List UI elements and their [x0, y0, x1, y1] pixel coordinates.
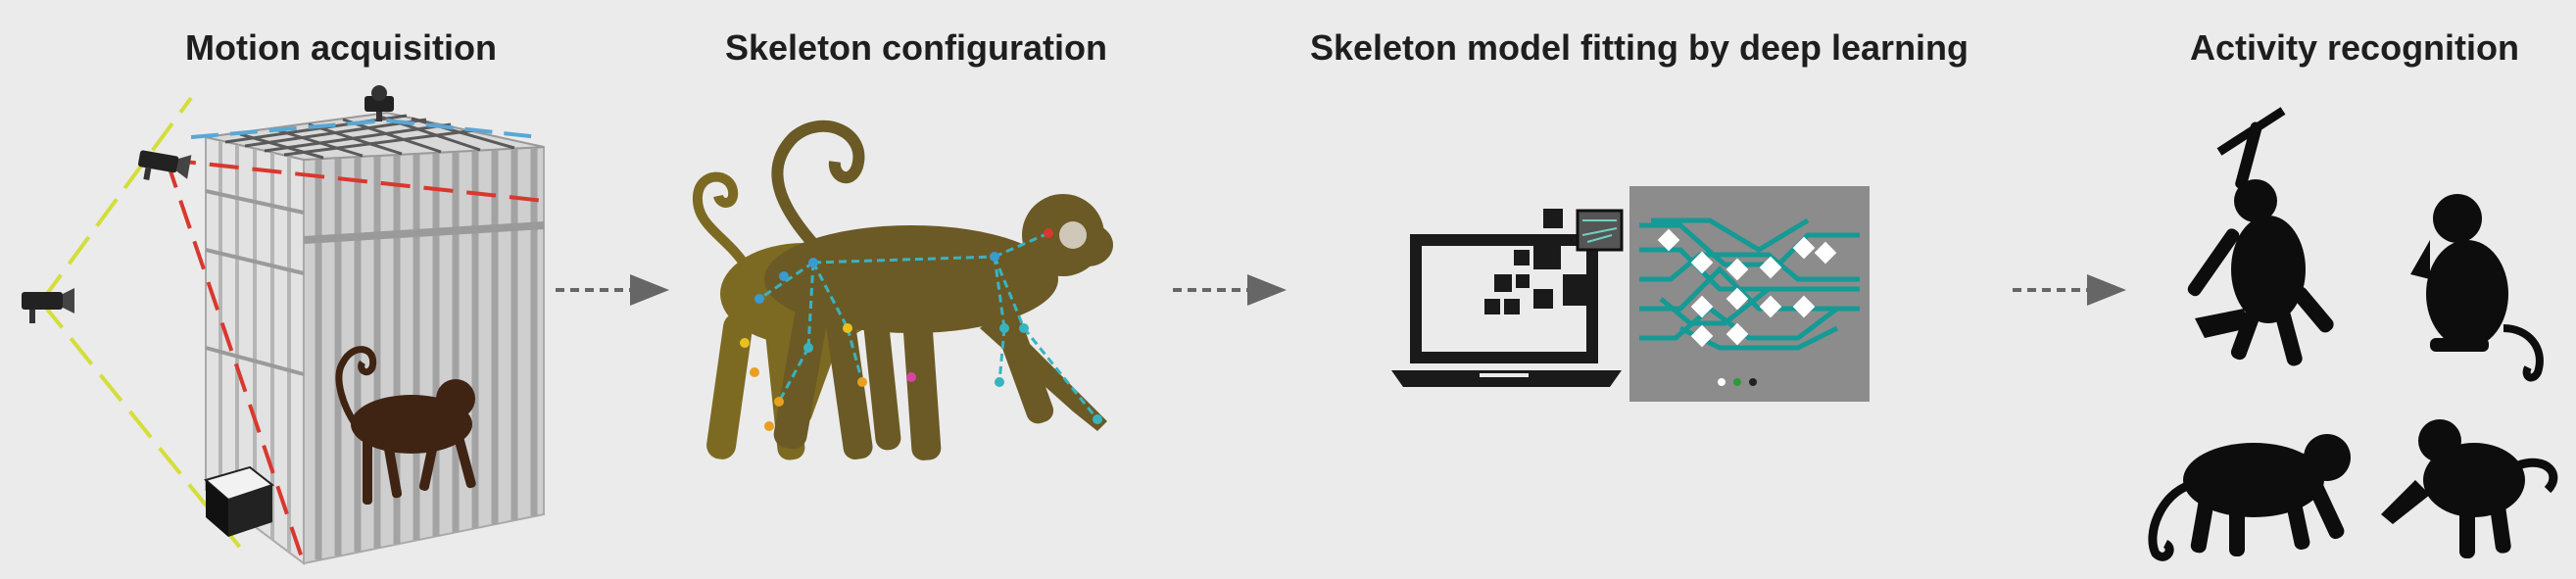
cage-bars-front [219, 141, 291, 552]
laptop-icon [1391, 234, 1622, 387]
arrow-1 [554, 269, 671, 311]
network-indicator-dots [1718, 378, 1757, 386]
network-connections [1639, 217, 1860, 351]
arrow-icon [556, 274, 669, 306]
title-skeleton-configuration: Skeleton configuration [724, 27, 1108, 68]
activity-recognition-panel [2136, 103, 2567, 573]
monkey-face [1059, 221, 1087, 249]
arrow-icon [2013, 274, 2126, 306]
title-activity-recognition: Activity recognition [2189, 27, 2520, 68]
cage-top-grid [224, 114, 515, 160]
model-fitting-panel [1386, 181, 1876, 407]
camera-icon [365, 85, 394, 121]
cage-front-rails [205, 189, 305, 376]
cage-rails [303, 221, 545, 244]
cage-bars-side [315, 148, 538, 559]
monkey-silhouette-icon [2187, 107, 2334, 366]
camera-frustum-red [165, 158, 545, 564]
skeleton-monkeys [692, 120, 1113, 460]
arrow-icon [1173, 274, 1287, 306]
activity-silhouettes [2148, 107, 2558, 561]
mini-network-icon [1576, 209, 1624, 252]
camera-frustum-yellow [39, 96, 247, 555]
mini-network-lines [1581, 219, 1618, 243]
cage-illustration [22, 85, 545, 565]
arrow-2 [1171, 269, 1288, 311]
camera-frustum-blue [190, 119, 540, 139]
motion-acquisition-panel [20, 83, 568, 565]
fitting-illustration [1391, 186, 1870, 402]
skeleton-configuration-panel [686, 118, 1176, 490]
monkey-silhouette-icon [2381, 419, 2558, 558]
skeleton-lines [758, 231, 1099, 420]
feeder-box [203, 465, 275, 537]
title-model-fitting: Skeleton model fitting by deep learning [1309, 27, 1969, 68]
arrow-3 [2011, 269, 2128, 311]
caged-monkey [335, 346, 476, 505]
skeleton-keypoints [740, 228, 1102, 431]
title-motion-acquisition: Motion acquisition [185, 27, 497, 68]
camera-icon [138, 150, 192, 180]
camera-icon [22, 288, 74, 323]
monkey-silhouette-icon [2148, 434, 2351, 561]
pixel-squares [1484, 209, 1594, 314]
monkey-front [764, 120, 1113, 460]
monkey-silhouette-icon [2410, 194, 2544, 382]
